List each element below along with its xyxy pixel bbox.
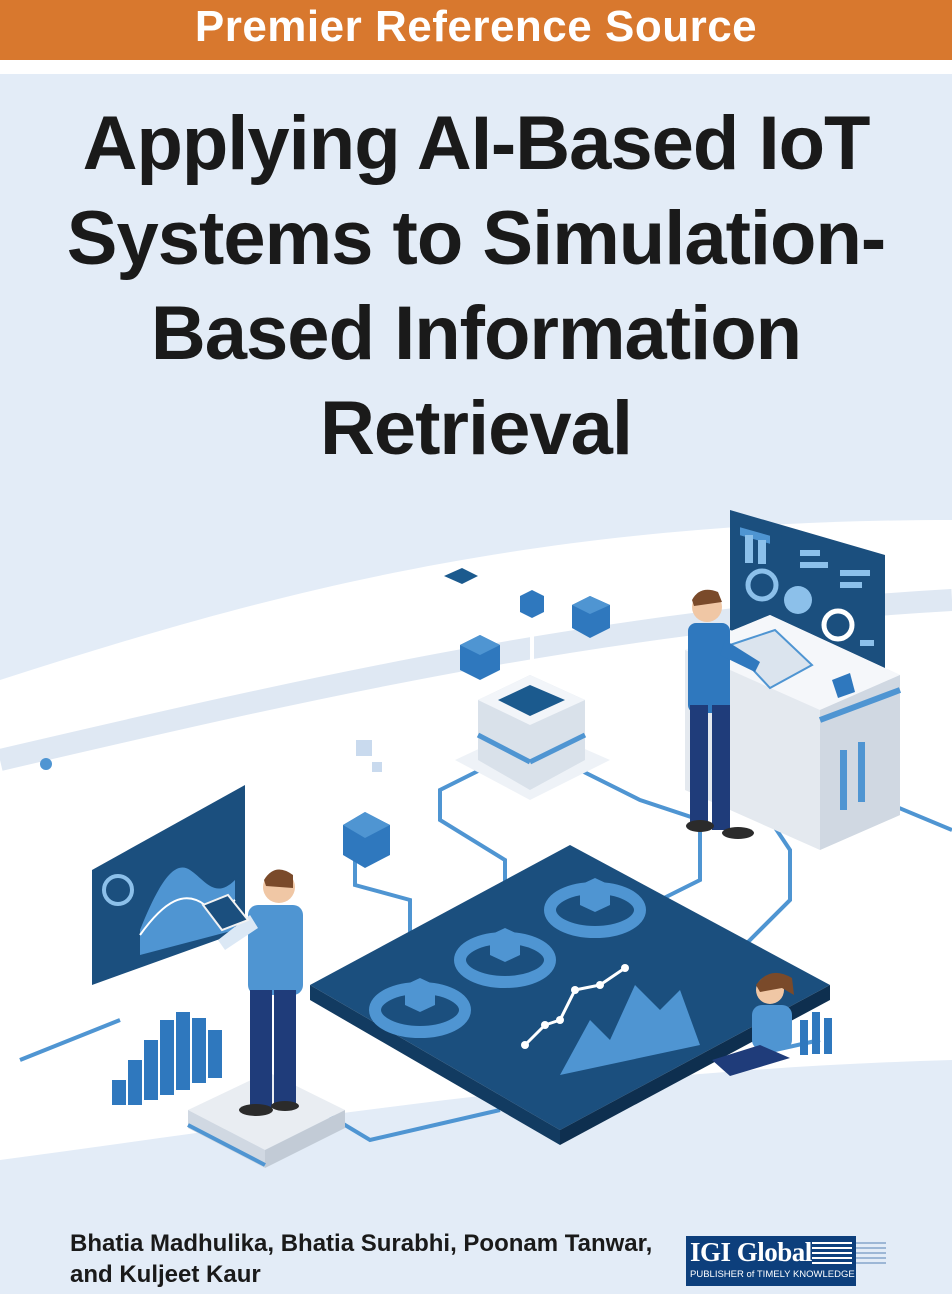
book-title: Applying AI-Based IoT Systems to Simulat… bbox=[40, 96, 912, 476]
author-list: Bhatia Madhulika, Bhatia Surabhi, Poonam… bbox=[70, 1228, 690, 1290]
authors-line-1: Bhatia Madhulika, Bhatia Surabhi, Poonam… bbox=[70, 1230, 653, 1257]
title-line-1: Applying AI-Based IoT bbox=[82, 101, 871, 186]
line-chart-icon bbox=[521, 964, 700, 1075]
person-sitting-icon bbox=[712, 972, 832, 1076]
decor-dot bbox=[40, 758, 52, 770]
data-platform-icon bbox=[310, 845, 830, 1145]
title-line-4: Retrieval bbox=[319, 386, 633, 471]
authors-line-2: and Kuljeet Kaur bbox=[70, 1261, 261, 1288]
person-desk-icon bbox=[685, 589, 902, 850]
title-line-3: Based Information bbox=[150, 291, 802, 376]
wall-chart-icon bbox=[92, 785, 245, 985]
title-line-2: Systems to Simulation- bbox=[66, 196, 886, 281]
publisher-stripes-icon bbox=[812, 1242, 852, 1266]
publisher-tagline: PUBLISHER of TIMELY KNOWLEDGE bbox=[690, 1269, 855, 1280]
cover-illustration bbox=[0, 510, 952, 1220]
lower-swoosh bbox=[0, 1060, 952, 1220]
cube-network-icon bbox=[444, 564, 610, 700]
publisher-logo: IGI Global PUBLISHER of TIMELY KNOWLEDGE bbox=[686, 1236, 856, 1286]
publisher-name: IGI Global bbox=[690, 1237, 812, 1267]
bar-chart-icon bbox=[112, 1012, 222, 1105]
person-tablet-icon bbox=[187, 869, 345, 1168]
series-label: Premier Reference Source bbox=[194, 2, 758, 51]
banner-divider bbox=[0, 60, 952, 74]
series-banner: Premier Reference Source bbox=[0, 0, 952, 60]
pedestal-server-icon bbox=[455, 675, 610, 800]
publisher-stripes-extension bbox=[856, 1242, 886, 1266]
floating-cube-icon bbox=[343, 740, 390, 868]
